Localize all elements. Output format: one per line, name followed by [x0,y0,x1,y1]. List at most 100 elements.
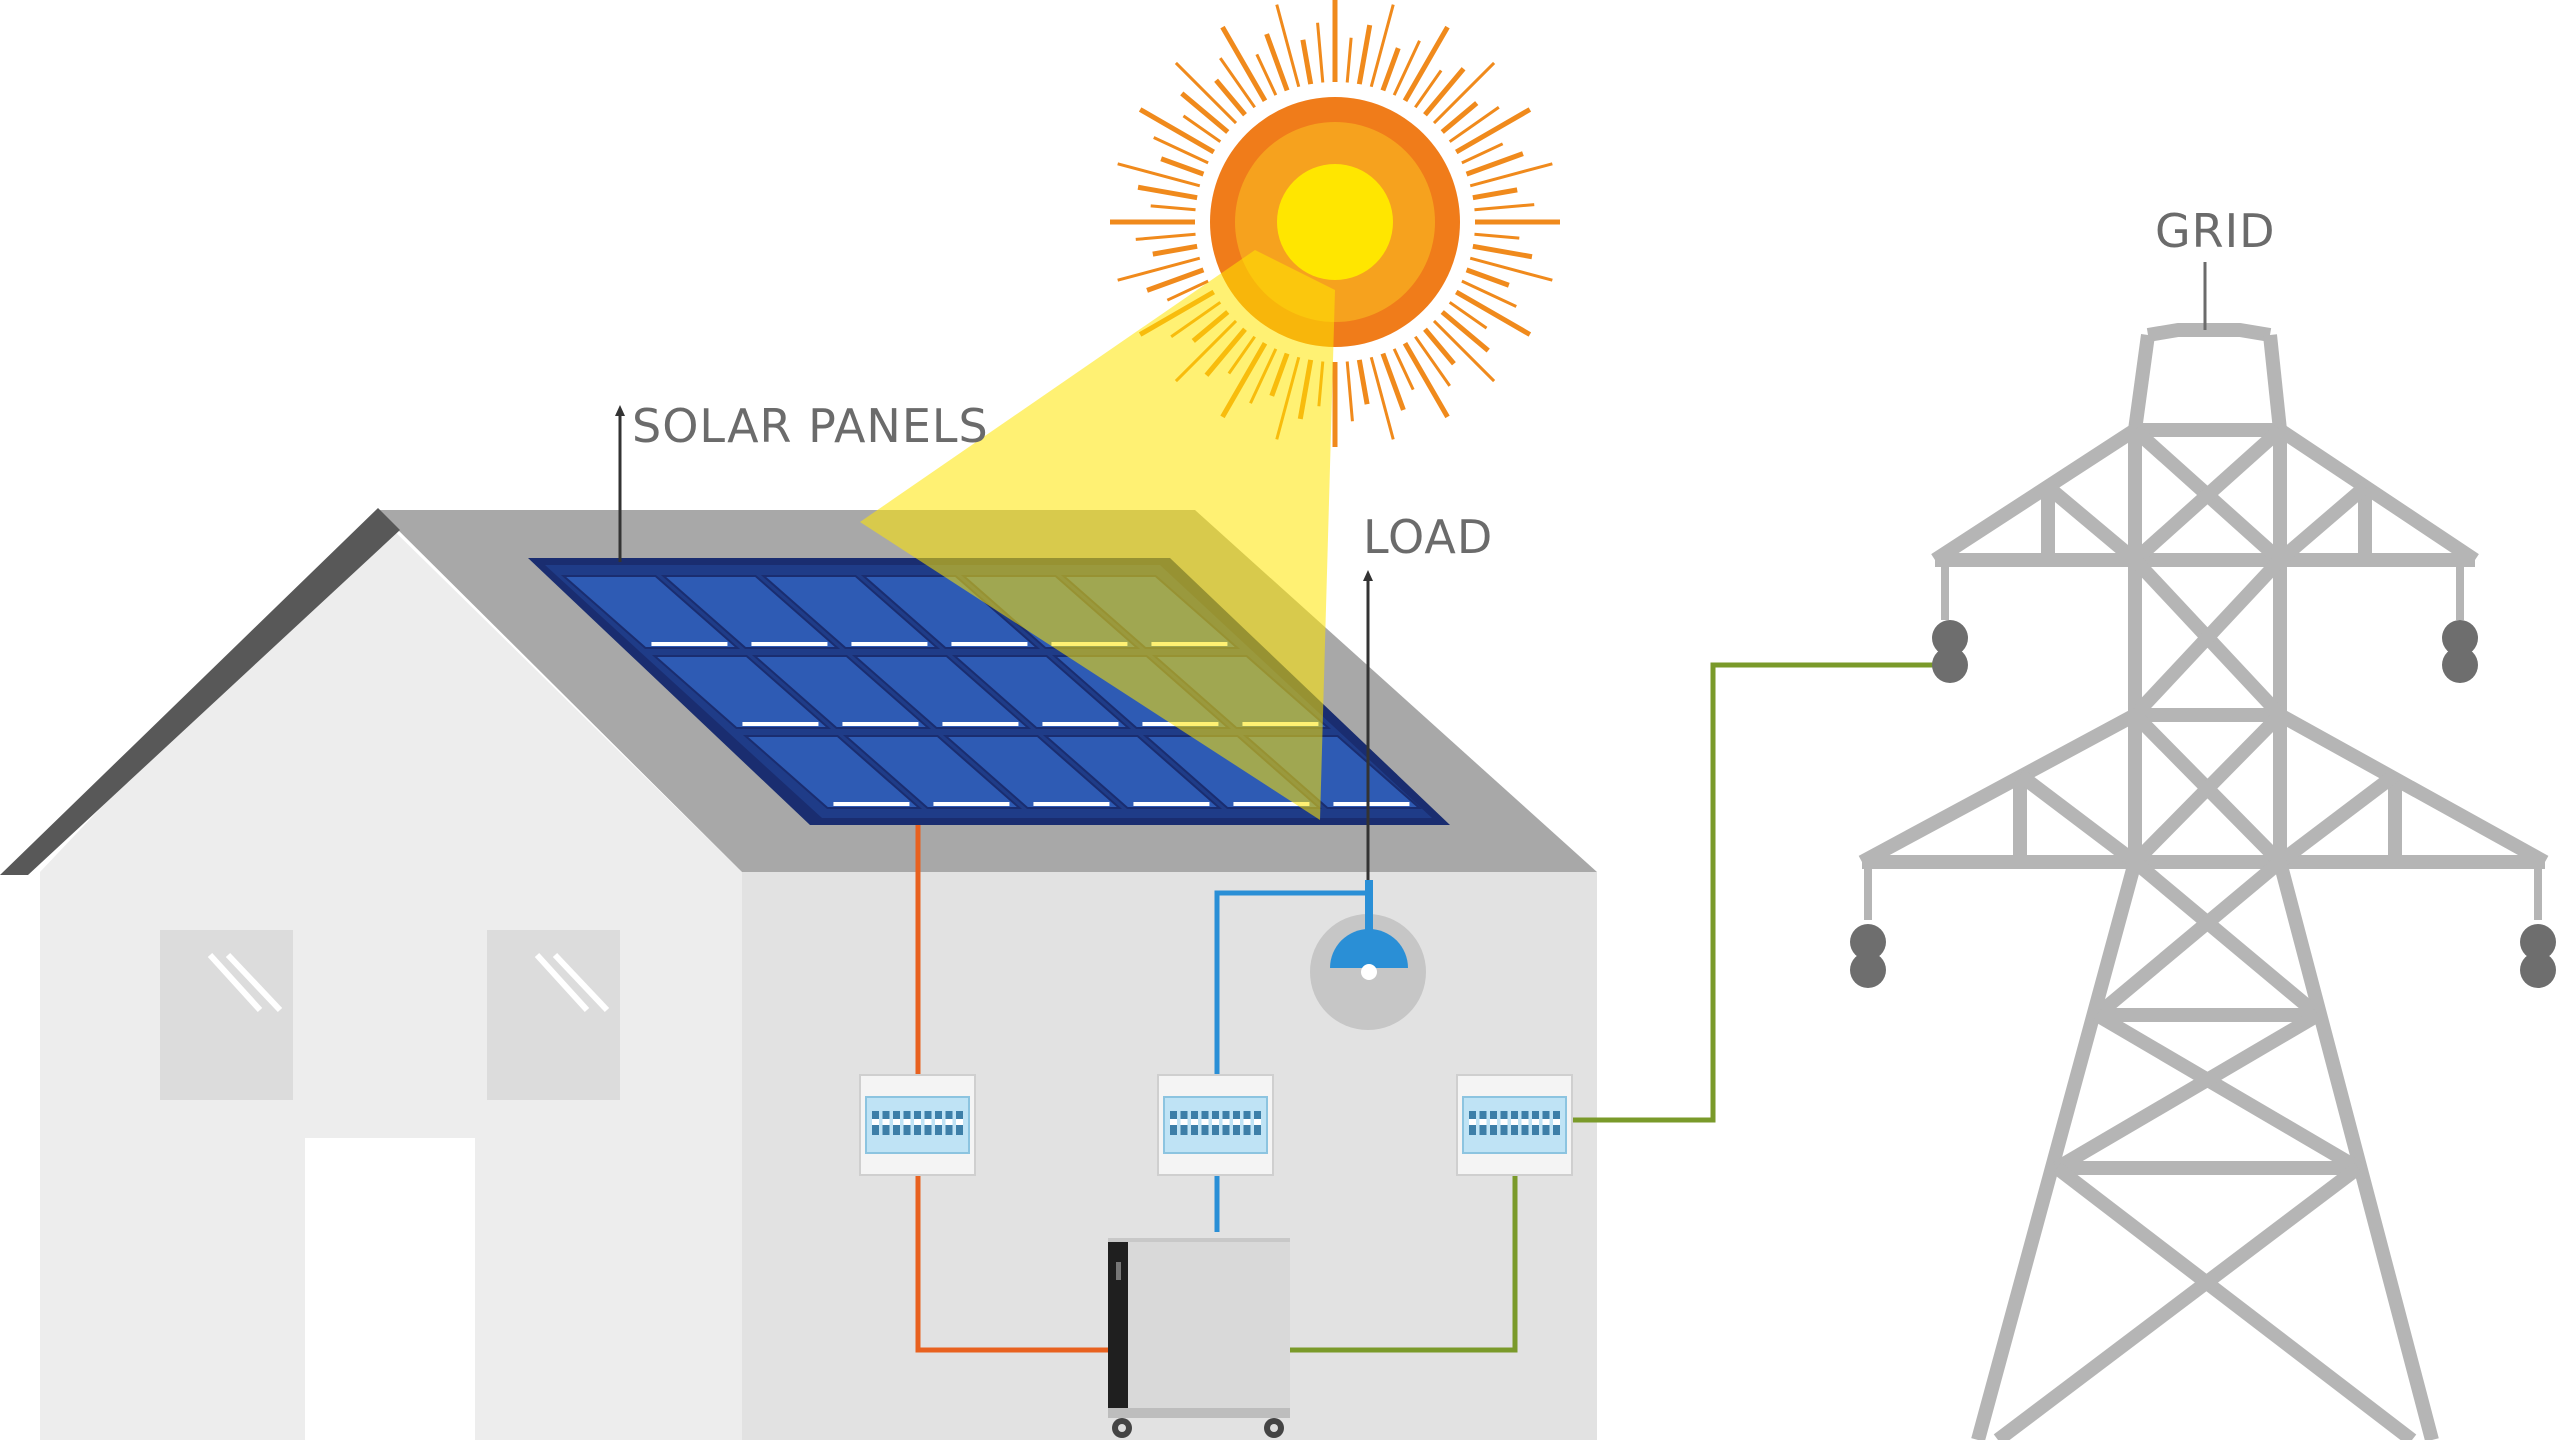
breaker-switch-toggle [1490,1119,1497,1125]
sun-ray [1345,361,1354,422]
sun-ray [1264,33,1290,92]
sun-ray [1369,4,1395,88]
window-left-glare-2 [225,952,283,1013]
sun-ray [1117,256,1201,282]
pylon-lower-x2 [2130,710,2285,867]
insulator-ll-2 [1850,952,1886,988]
sun-ray [1392,348,1415,391]
sun-ray [1255,53,1278,96]
pylon-base-right [2273,860,2439,1440]
sun-ray [1135,232,1196,241]
sun-ray [1174,61,1238,125]
sun-ray [1461,279,1517,308]
lamp-shade [1330,929,1408,968]
breaker-switch-toggle [1542,1119,1550,1125]
pylon-lower-brace-r [2275,769,2400,868]
battery-side-panel [1108,1238,1128,1410]
breaker-load [1157,1074,1274,1176]
sun-ray [1219,57,1256,109]
breaker-grid [1456,1074,1573,1176]
breaker-switch-toggle [1222,1119,1230,1125]
solar-wire-lower [915,1175,1108,1353]
pylon-body-x2 [2092,856,2285,1021]
breaker-switch-toggle [924,1119,932,1125]
solar-panels-label: SOLAR PANELS [632,399,989,453]
house-front-wall [40,515,742,1440]
sun-ray [1138,107,1216,155]
battery-wheel-right-hub [1270,1424,1278,1432]
breaker-switch-toggle [1532,1119,1539,1125]
load-pointer-arrow [1363,570,1373,581]
breaker-switch-toggle [1553,1119,1560,1125]
pylon-lower-arm [1858,708,2549,869]
panel-cell [842,735,1023,809]
breaker-switch-toggle [914,1119,921,1125]
breaker-switch-toggle [1243,1119,1251,1125]
breaker-switch-toggle [1191,1119,1198,1125]
sun-ray [1454,289,1532,337]
lamp-bulb [1361,964,1377,980]
sun-ray [1432,319,1496,383]
breaker-switch-toggle [945,1119,953,1125]
sun-ray [1465,267,1510,288]
sun-ray [1469,162,1553,188]
insulator-lr-1 [2520,924,2556,960]
door [305,1138,475,1440]
sun-ray [1150,204,1196,212]
sun-ray [1402,25,1450,103]
breaker-switch-toggle [903,1119,911,1125]
battery-inverter [1108,1238,1290,1438]
sun-ray [1440,101,1479,134]
sun-ray [1356,359,1370,405]
sun-ray [1414,335,1451,387]
sun-ray [1440,310,1490,353]
sun-ray [1182,114,1222,143]
sun-ray [1214,78,1247,117]
sun-ray [1369,356,1395,440]
sun-ray [1300,39,1314,85]
sun-ray [1448,106,1500,143]
pylon-lower-brace-l [2015,769,2140,868]
sun-ray [1160,156,1205,177]
sun-ray [1432,61,1496,125]
insulator-ur-1 [2442,620,2478,656]
breaker-switch-toggle [882,1119,890,1125]
sun-ray [1423,67,1466,117]
pylon-upper-brace-l [2043,481,2140,566]
sun-ray [1345,37,1353,83]
pylon-body-x4 [2053,1008,2322,1175]
breaker-switch-toggle [893,1119,900,1125]
roof-edge [0,508,400,875]
window-left [160,930,293,1100]
breakers [859,1074,1573,1176]
breaker-switch-toggle [1479,1119,1487,1125]
sun-ray [1448,301,1488,330]
grid-wire-outer [1572,662,1945,1123]
sun-core [1277,164,1393,280]
panel-cell [760,575,941,649]
pylon-body-x3 [2093,1008,2362,1175]
sun-ray [1220,25,1268,103]
panel-cell [660,575,841,649]
window-left-glare [207,952,263,1013]
pylon-cap [2146,323,2272,342]
sun-ray [1380,47,1401,92]
insulators [1850,620,2556,988]
sun-beam [860,250,1335,820]
breaker-switch-toggle [1201,1119,1209,1125]
sun-ray [1152,243,1198,257]
load-label: LOAD [1363,510,1493,564]
panel-cell [851,655,1032,729]
battery-wheel-left-hub [1118,1424,1126,1432]
pylon-body-x1 [2130,856,2323,1021]
load-lamp [1310,880,1426,1030]
sun-ray [1180,91,1230,134]
panel-cell [560,575,741,649]
sun-ray [1166,279,1209,302]
sun-ray [1461,142,1504,165]
sun-ray [1146,267,1205,293]
grid-label: GRID [2155,204,2276,258]
sun-ray [1356,24,1373,85]
